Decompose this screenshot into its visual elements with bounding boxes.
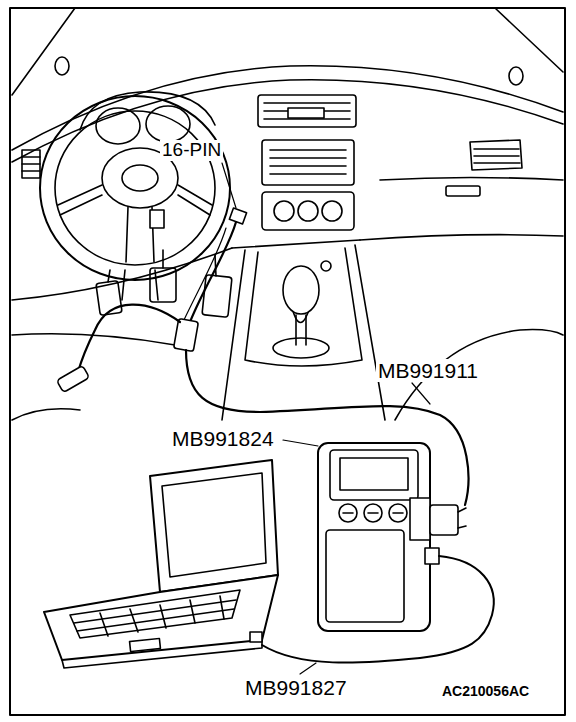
connector-label: 16-PIN xyxy=(160,140,223,161)
part-number: MB991911 xyxy=(376,359,480,382)
part-number: MB991827 xyxy=(243,676,349,699)
figure-code: AC210056AC xyxy=(440,684,531,699)
part-number: MB991824 xyxy=(170,427,276,450)
